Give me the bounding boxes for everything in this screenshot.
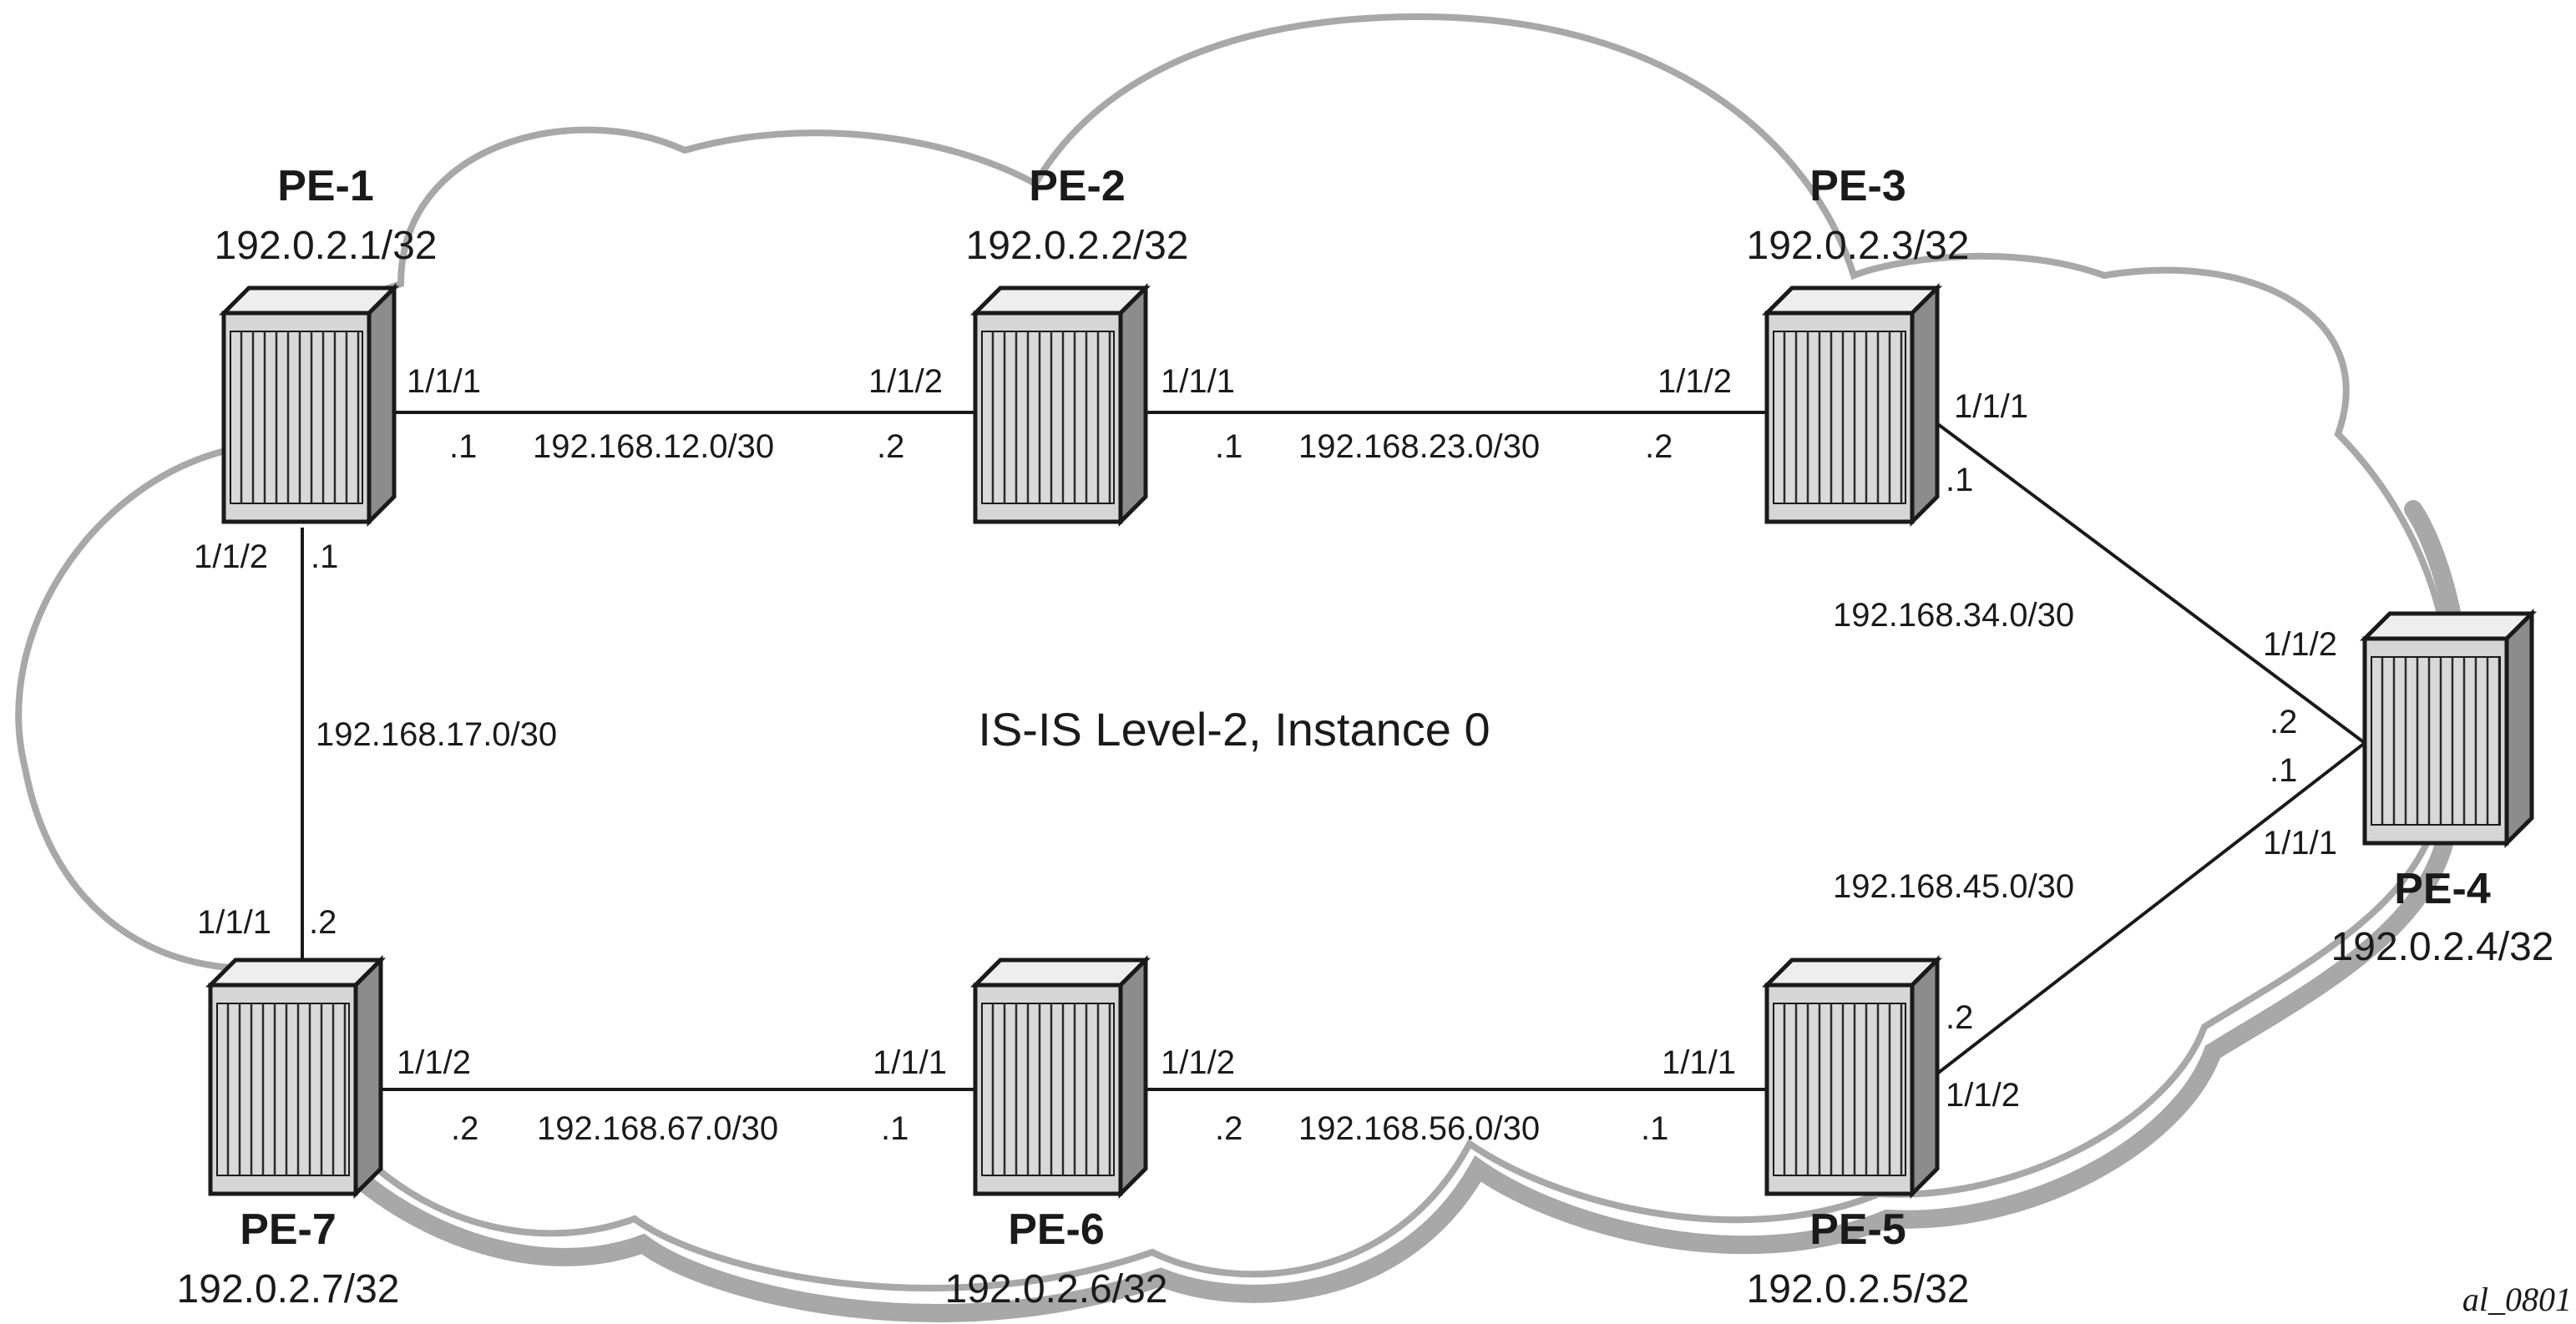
port-label: 1/1/1 <box>2263 825 2337 862</box>
router-pe7-address: 192.0.2.7/32 <box>177 1267 400 1311</box>
port-label: 1/1/1 <box>873 1044 947 1081</box>
protocol-label: IS-IS Level-2, Instance 0 <box>978 703 1490 755</box>
link-labels-pe5-pe6: 1/1/1 .1 192.168.56.0/30 .2 1/1/2 <box>1161 1044 1736 1147</box>
subnet-label: 192.168.67.0/30 <box>537 1110 778 1147</box>
host-label: .2 <box>451 1110 478 1147</box>
host-label: .2 <box>309 904 337 941</box>
router-pe4-top <box>2359 611 2538 641</box>
router-pe1-side <box>367 282 397 528</box>
host-label: .2 <box>1215 1110 1242 1147</box>
port-label: 1/1/2 <box>397 1044 471 1081</box>
router-pe3-top <box>1761 286 1943 316</box>
host-label: .2 <box>1645 428 1673 465</box>
port-label: 1/1/2 <box>868 363 943 400</box>
links <box>301 411 2366 1091</box>
router-pe6-side <box>1118 954 1148 1200</box>
port-label: 1/1/2 <box>1946 1077 2020 1114</box>
router-pe4-vents <box>2371 656 2501 826</box>
router-pe3 <box>1761 282 1943 528</box>
cloud-shadow <box>358 500 2470 1322</box>
router-pe2 <box>969 282 1151 528</box>
router-pe5-vents <box>1773 1003 1906 1176</box>
router-pe3-address: 192.0.2.3/32 <box>1747 224 1970 268</box>
router-pe7-vents <box>216 1003 350 1176</box>
router-pe5-name: PE-5 <box>1809 1205 1906 1254</box>
router-pe1-vents <box>230 331 363 504</box>
port-label: 1/1/1 <box>197 904 271 941</box>
port-label: 1/1/1 <box>1161 363 1235 400</box>
router-pe7-name: PE-7 <box>240 1205 337 1254</box>
port-label: 1/1/1 <box>1662 1044 1736 1081</box>
router-pe3-side <box>1910 282 1940 528</box>
router-pe1-name: PE-1 <box>277 162 374 210</box>
router-pe4 <box>2359 608 2538 849</box>
port-label: 1/1/2 <box>1657 363 1732 400</box>
port-label: 1/1/2 <box>194 538 268 575</box>
subnet-label: 192.168.56.0/30 <box>1298 1110 1540 1147</box>
router-pe5 <box>1761 954 1943 1200</box>
router-pe7-top <box>205 958 387 988</box>
link-pe4-pe5 <box>1921 741 2366 1087</box>
link-pe3-pe4 <box>1921 411 2366 745</box>
router-pe4-address: 192.0.2.4/32 <box>2331 925 2554 969</box>
router-pe5-top <box>1761 958 1943 988</box>
link-labels-pe2-pe3: 1/1/1 .1 192.168.23.0/30 .2 1/1/2 <box>1161 363 1732 465</box>
router-pe5-side <box>1910 954 1940 1200</box>
port-label: 1/1/2 <box>1161 1044 1235 1081</box>
router-pe4-side <box>2504 608 2534 849</box>
link-labels-pe1-pe2: 1/1/1 .1 192.168.12.0/30 .2 1/1/2 <box>407 363 943 465</box>
router-pe3-vents <box>1773 331 1906 504</box>
subnet-label: 192.168.34.0/30 <box>1833 597 2074 634</box>
router-pe6-address: 192.0.2.6/32 <box>945 1267 1168 1311</box>
host-label: .2 <box>1946 999 1973 1036</box>
port-label: 1/1/1 <box>407 363 481 400</box>
router-pe7 <box>205 954 387 1200</box>
link-labels-pe3-pe4: 1/1/1 .1 192.168.34.0/30 1/1/2 .2 <box>1833 388 2337 740</box>
host-label: .1 <box>1641 1110 1668 1147</box>
host-label: .1 <box>311 538 338 575</box>
router-pe4-name: PE-4 <box>2394 865 2491 913</box>
host-label: .2 <box>2270 704 2297 740</box>
subnet-label: 192.168.12.0/30 <box>533 428 774 465</box>
link-labels-pe4-pe5: .1 1/1/1 192.168.45.0/30 .2 1/1/2 <box>1833 752 2337 1114</box>
figure-id: al_0801 <box>2462 1281 2572 1318</box>
router-pe2-top <box>969 286 1151 316</box>
router-pe6-top <box>969 958 1151 988</box>
router-pe2-vents <box>981 331 1115 504</box>
host-label: .1 <box>881 1110 908 1147</box>
router-labels: PE-1 192.0.2.1/32 PE-2 192.0.2.2/32 PE-3… <box>177 162 2554 1311</box>
router-pe2-name: PE-2 <box>1029 162 1126 210</box>
router-pe2-side <box>1118 282 1148 528</box>
port-label: 1/1/1 <box>1954 388 2028 425</box>
host-label: .2 <box>877 428 904 465</box>
port-label: 1/1/2 <box>2263 626 2337 663</box>
router-pe1-top <box>218 286 400 316</box>
link-labels-pe1-pe7: 1/1/2 .1 192.168.17.0/30 1/1/1 .2 <box>194 538 557 941</box>
host-label: .1 <box>449 428 477 465</box>
router-pe7-side <box>353 954 383 1200</box>
router-pe1-address: 192.0.2.1/32 <box>215 224 438 268</box>
host-label: .1 <box>2270 752 2297 789</box>
router-pe6-vents <box>981 1003 1115 1176</box>
host-label: .1 <box>1946 462 1973 498</box>
subnet-label: 192.168.23.0/30 <box>1298 428 1540 465</box>
router-pe1 <box>218 282 400 528</box>
router-pe5-address: 192.0.2.5/32 <box>1747 1267 1970 1311</box>
link-labels-pe6-pe7: 1/1/1 .1 192.168.67.0/30 .2 1/1/2 <box>397 1044 947 1147</box>
cloud-outline <box>15 13 2452 1291</box>
router-pe2-address: 192.0.2.2/32 <box>966 224 1189 268</box>
subnet-label: 192.168.45.0/30 <box>1833 868 2074 905</box>
router-pe6-name: PE-6 <box>1008 1205 1105 1254</box>
router-pe6 <box>969 954 1151 1200</box>
router-pe3-name: PE-3 <box>1809 162 1906 210</box>
subnet-label: 192.168.17.0/30 <box>316 716 557 753</box>
host-label: .1 <box>1215 428 1242 465</box>
